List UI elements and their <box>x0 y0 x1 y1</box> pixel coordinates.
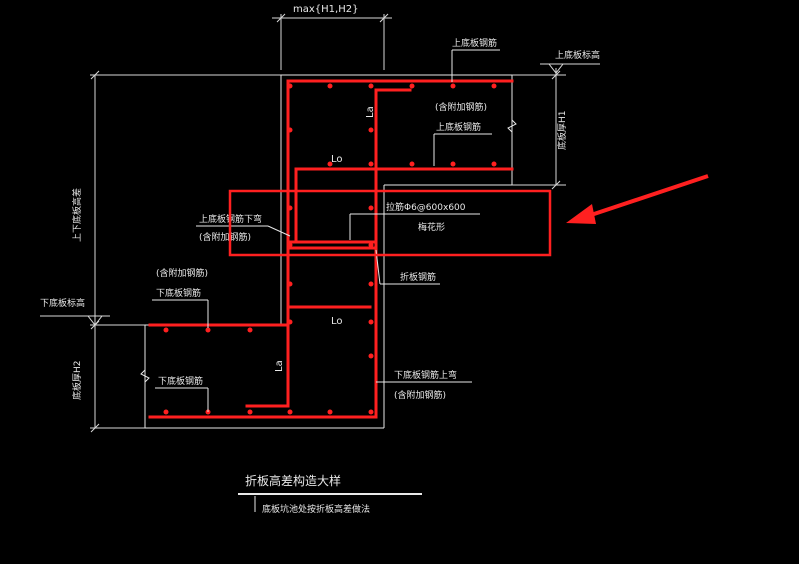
lo-label-lower: Lo <box>331 316 343 327</box>
la-label-upper: La <box>365 106 376 118</box>
annotation-tie-bar: 拉筋Φ6@600x600 梅花形 <box>349 201 480 240</box>
svg-text:下底板钢筋上弯: 下底板钢筋上弯 <box>394 369 457 381</box>
la-label-lower: La <box>274 360 285 372</box>
svg-text:梅花形: 梅花形 <box>418 221 445 233</box>
right-dimension: 上底板标高 底板厚H1 <box>512 49 600 190</box>
svg-text:折板钢筋: 折板钢筋 <box>400 271 436 283</box>
svg-text:上底板钢筋: 上底板钢筋 <box>436 121 481 133</box>
svg-text:上底板钢筋: 上底板钢筋 <box>452 37 497 49</box>
annotation-lower-bottom-rebar-2: 下底板钢筋 <box>155 375 209 412</box>
drawing-subtitle: 底板坑池处按折板高差做法 <box>262 503 370 515</box>
annotation-upper-bottom-rebar: 上底板钢筋 <box>451 37 500 82</box>
drawing-title: 折板高差构造大样 <box>245 473 341 488</box>
annotation-lower-bottom-rebar-1: (含附加钢筋) 下底板钢筋 <box>152 267 209 328</box>
highlight-box <box>228 189 552 257</box>
svg-text:(含附加钢筋): (含附加钢筋) <box>199 231 251 243</box>
lower-elev-label: 下底板标高 <box>40 297 85 309</box>
height-diff-label: 上下底板高差 <box>71 188 83 242</box>
svg-text:(含附加钢筋): (含附加钢筋) <box>156 267 208 279</box>
top-dim-label: max{H1,H2} <box>293 4 358 15</box>
svg-text:下底板钢筋: 下底板钢筋 <box>158 375 203 387</box>
annotation-lower-bend-up: 下底板钢筋上弯 (含附加钢筋) <box>376 369 472 401</box>
left-dimension: 上下底板高差 底板厚H2 下底板标高 <box>40 70 281 433</box>
top-dimension: max{H1,H2} <box>272 4 392 70</box>
svg-text:拉筋Φ6@600x600: 拉筋Φ6@600x600 <box>386 201 466 213</box>
title-block: 折板高差构造大样 底板坑池处按折板高差做法 <box>238 473 422 515</box>
lower-thickness-label: 底板厚H2 <box>71 361 83 401</box>
svg-text:下底板钢筋: 下底板钢筋 <box>156 287 201 299</box>
svg-text:(含附加钢筋): (含附加钢筋) <box>394 389 446 401</box>
arrow-icon <box>566 174 709 224</box>
annotation-upper-add-rebar: (含附加钢筋) 上底板钢筋 <box>433 101 492 166</box>
upper-thickness-label: 底板厚H1 <box>556 111 568 151</box>
svg-text:(含附加钢筋): (含附加钢筋) <box>435 101 487 113</box>
rebar-dots <box>163 83 497 415</box>
annotation-upper-bend-down: 上底板钢筋下弯 (含附加钢筋) <box>196 213 291 243</box>
lo-label-upper: Lo <box>331 154 343 165</box>
upper-elev-label: 上底板标高 <box>555 49 600 61</box>
